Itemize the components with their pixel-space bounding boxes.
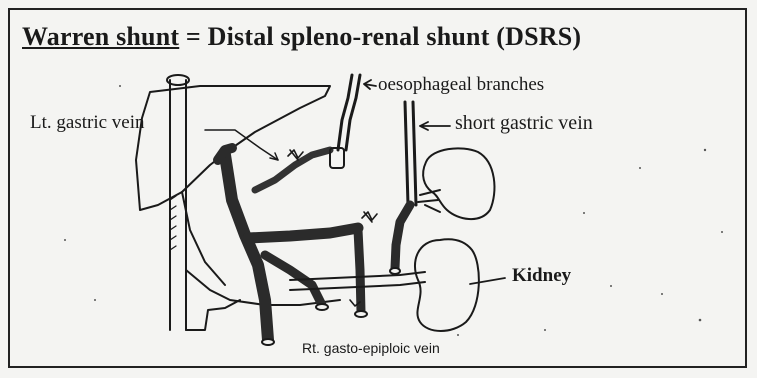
title-part1: Warren shunt — [22, 22, 179, 51]
kidney — [415, 239, 479, 331]
ligature-knot-2 — [362, 212, 377, 222]
distal-splenic-vein — [395, 205, 410, 268]
scan-speckles — [64, 85, 723, 336]
label-rt-gastro-epiploic-vein: Rt. gasto-epiploic vein — [302, 340, 440, 356]
left-gastric-vein — [255, 150, 330, 190]
splenic-vein — [248, 228, 358, 238]
label-left-gastric-vein: Lt. gastric vein — [30, 112, 145, 134]
label-short-gastric-vein: short gastric vein — [455, 112, 593, 135]
portal-vein — [225, 155, 268, 340]
splenic-hilum-vessels — [418, 190, 440, 212]
short-gastric-leader — [420, 122, 450, 130]
oesophageal-vein — [338, 75, 360, 150]
oesophageal-leader — [364, 80, 376, 89]
label-oesophageal-branches: oesophageal branches — [378, 74, 544, 96]
label-kidney: Kidney — [512, 265, 571, 287]
kidney-leader — [470, 278, 505, 284]
short-gastric-vein — [405, 102, 416, 205]
splenic-down-vein — [358, 230, 361, 312]
title-part2: = Distal spleno-renal shunt (DSRS) — [179, 22, 581, 51]
diagram-title: Warren shunt = Distal spleno-renal shunt… — [22, 22, 581, 52]
